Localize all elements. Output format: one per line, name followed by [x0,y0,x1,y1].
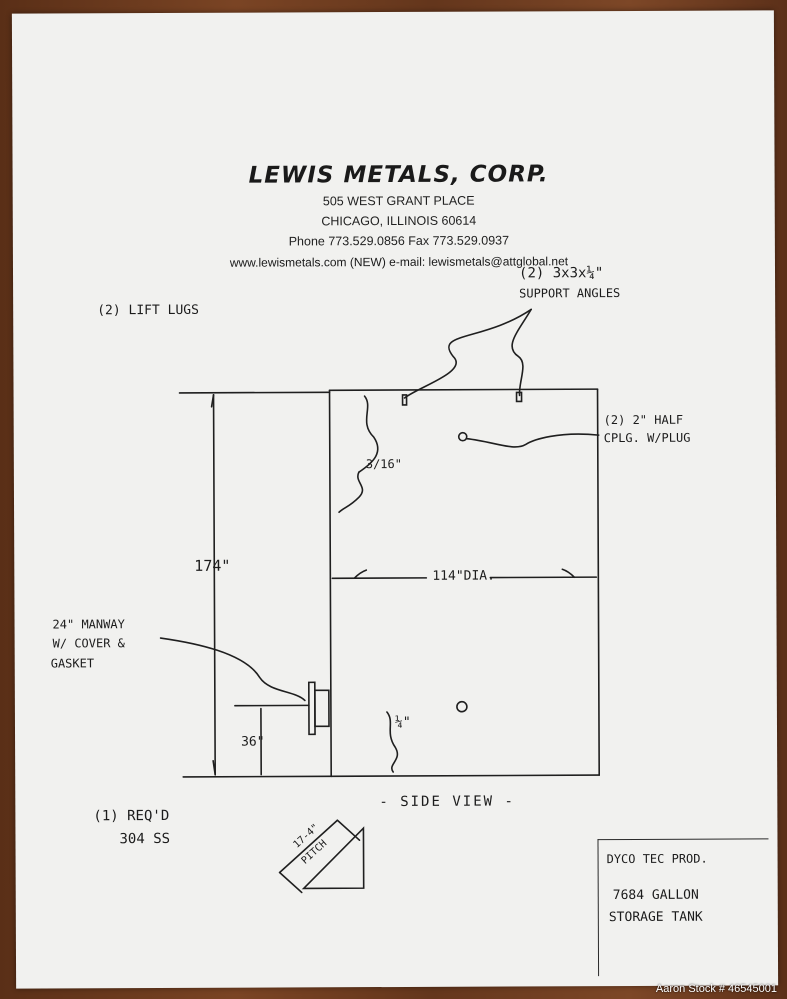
half-coupling-label-1: (2) 2" HALF [603,412,684,428]
support-angles-size: (2) 3x3x¼" [518,265,604,282]
wall-thickness-label: 3/16" [365,456,403,472]
title-block-description: STORAGE TANK [608,909,703,926]
height-extension-bottom [182,775,333,778]
tank-height-label: 174" [194,556,231,575]
manway-leader [159,637,306,702]
manway-nozzle [314,689,330,728]
height-dimension-line [212,393,216,776]
tank-side-view-drawing [159,308,601,894]
half-coupling-label-2: CPLG. W/PLUG [603,430,691,446]
support-angles-leader-1 [403,308,532,399]
half-coupling [457,431,468,442]
stock-watermark: Aaron Stock # 46545001 [655,983,777,995]
lift-lugs-label: (2) LIFT LUGS [97,302,199,319]
side-view-label: - SIDE VIEW - [379,793,515,811]
manway-label-2: W/ COVER & [52,636,125,651]
tank-left-wall [328,389,333,778]
height-extension-top [178,391,331,394]
manway-label-1: 24" MANWAY [52,617,125,632]
tank-bottom-line [330,774,601,778]
manway-label-3: GASKET [50,656,95,671]
support-angles-label: SUPPORT ANGLES [519,286,621,301]
material-spec: 304 SS [119,830,171,848]
bottom-outlet [456,700,468,713]
tank-right-wall [596,388,601,776]
support-angle-left [401,394,408,406]
half-coupling-leader [465,433,600,448]
tank-top-line [328,388,599,392]
wall-thickness-leader [338,471,364,514]
title-block-capacity: 7684 GALLON [612,887,699,904]
drawing-sheet: LEWIS METALS, CORP. 505 WEST GRANT PLACE… [11,10,779,989]
title-block-customer: DYCO TEC PROD. [606,851,708,867]
tank-diameter-label: 114"DIA. [432,568,495,584]
manway-height-label: 36" [241,734,265,750]
bottom-thickness-leader [386,711,399,773]
title-block: DYCO TEC PROD. 7684 GALLON STORAGE TANK [597,838,770,977]
roof-pitch-triangle [301,826,365,890]
support-angles-leader-2 [511,308,532,397]
quantity-required: (1) REQ'D [93,807,170,825]
bottom-thickness-label: ¼" [394,714,411,731]
